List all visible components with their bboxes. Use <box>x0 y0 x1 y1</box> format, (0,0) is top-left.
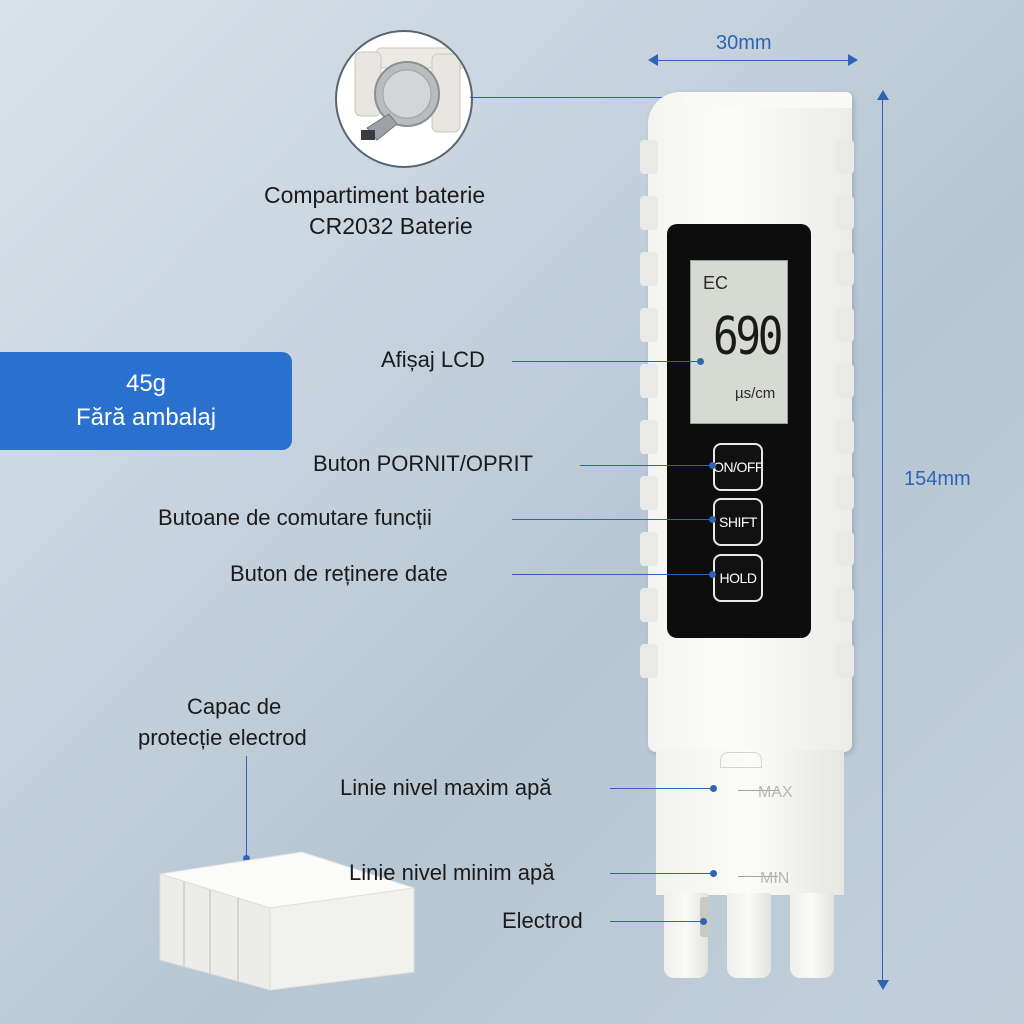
electrode-prong-right <box>790 893 834 978</box>
left-grip-ridges <box>640 140 660 740</box>
cap-leader-line <box>246 756 247 856</box>
lcd-leader-line <box>512 361 699 362</box>
lcd-reading: 690 <box>713 307 783 367</box>
width-arrow-left-icon <box>648 54 658 66</box>
height-dimension-label: 154mm <box>904 468 971 490</box>
width-dimension-label: 30mm <box>716 32 772 54</box>
height-dimension-line <box>882 98 883 980</box>
electrode-leader-line <box>610 921 702 922</box>
max-leader-line <box>610 788 712 789</box>
battery-label-line1: Compartiment baterie <box>264 182 486 208</box>
width-dimension-line <box>656 60 850 61</box>
electrode-label: Electrod <box>502 908 583 933</box>
housing-notch <box>720 752 762 768</box>
cap-leader-dot <box>243 855 250 862</box>
function-buttons-label: Butoane de comutare funcții <box>158 505 432 530</box>
min-leader-line <box>610 873 712 874</box>
power-leader-line <box>580 465 710 466</box>
electrode-protective-cap <box>152 848 418 992</box>
max-mark: MAX <box>758 784 793 801</box>
coin-battery-icon <box>354 47 471 141</box>
min-mark: MIN <box>760 870 790 887</box>
lcd-mode: EC <box>703 273 729 293</box>
function-leader-dot <box>709 516 716 523</box>
lcd-unit: µs/cm <box>735 385 776 402</box>
battery-compartment-image <box>335 30 473 168</box>
power-leader-dot <box>709 462 716 469</box>
min-leader-dot <box>710 870 717 877</box>
lcd-label: Afișaj LCD <box>381 347 485 372</box>
function-leader-line <box>512 519 710 520</box>
protective-cap-icon <box>159 851 415 991</box>
hold-leader-line <box>512 574 710 575</box>
electrode-housing <box>656 750 844 895</box>
hold-button[interactable]: HOLD <box>713 554 763 602</box>
on-off-button[interactable]: ON/OFF <box>713 443 763 491</box>
weight-badge: 45g Fără ambalaj <box>0 352 292 450</box>
height-arrow-down-icon <box>877 980 889 990</box>
weight-value: 45g <box>125 370 167 397</box>
height-arrow-up-icon <box>877 90 889 100</box>
shift-button[interactable]: SHIFT <box>713 498 763 546</box>
right-grip-ridges <box>836 140 856 740</box>
hold-button-label: Buton de reținere date <box>230 561 448 586</box>
power-button-label: Buton PORNIT/OPRIT <box>313 451 534 476</box>
electrode-pin <box>700 897 710 937</box>
lcd-display: EC 690 µs/cm <box>690 260 788 424</box>
cap-label-line2: protecție electrod <box>138 725 307 750</box>
hold-leader-dot <box>709 571 716 578</box>
battery-cover <box>686 92 852 108</box>
min-line-label: Linie nivel minim apă <box>349 860 555 885</box>
width-arrow-right-icon <box>848 54 858 66</box>
max-line-label: Linie nivel maxim apă <box>340 775 552 800</box>
max-leader-dot <box>710 785 717 792</box>
cap-label-line1: Capac de <box>187 694 282 719</box>
battery-label-line2: CR2032 Baterie <box>309 213 473 239</box>
min-mark-line <box>738 876 778 877</box>
max-mark-line <box>738 790 778 791</box>
battery-leader-line <box>470 97 680 98</box>
lcd-leader-dot <box>697 358 704 365</box>
electrode-prong-middle <box>727 893 771 978</box>
weight-note: Fără ambalaj <box>75 404 217 431</box>
electrode-leader-dot <box>700 918 707 925</box>
